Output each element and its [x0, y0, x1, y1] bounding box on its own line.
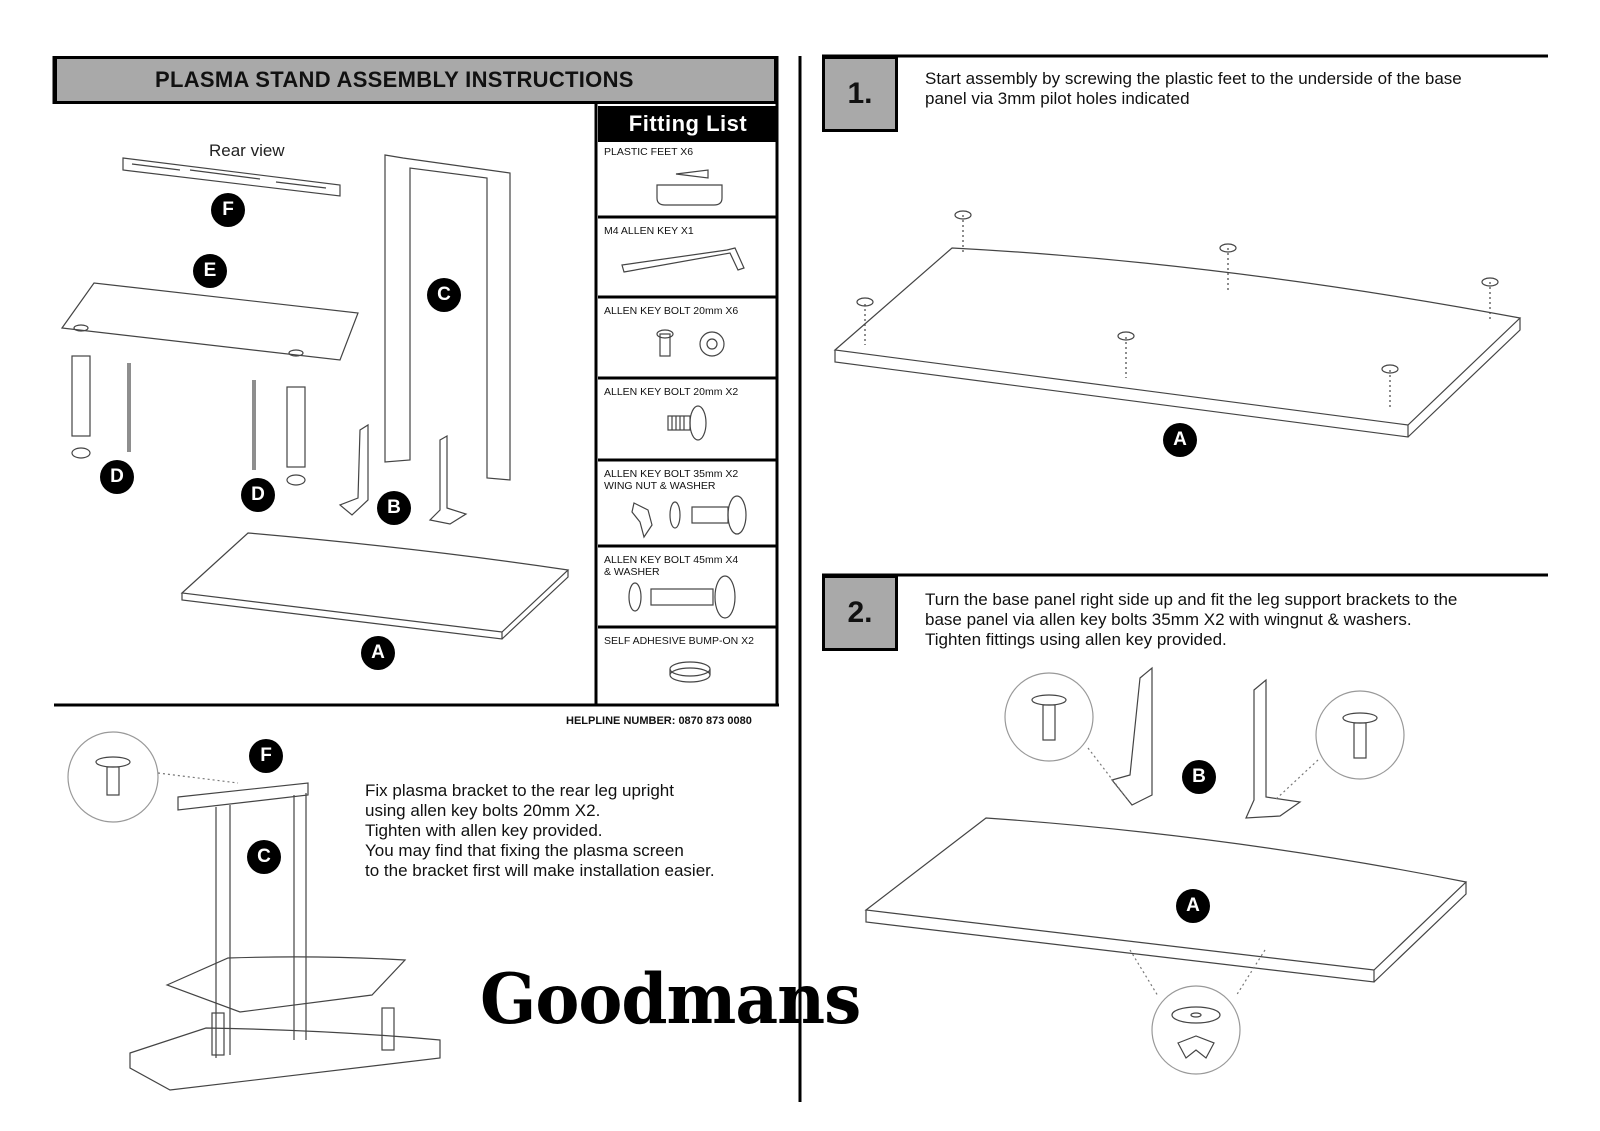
helpline-number: HELPLINE NUMBER: 0870 873 0080 [566, 715, 752, 727]
fitting-item-sub: WING NUT & WASHER [604, 480, 716, 492]
part-label-c: C [247, 840, 281, 874]
bracket-instructions: Fix plasma bracket to the rear leg uprig… [365, 781, 715, 881]
fitting-item: ALLEN KEY BOLT 20mm X2 [604, 386, 739, 398]
bolt-45mm-icon [628, 575, 736, 619]
fitting-item-sub: & WASHER [604, 566, 660, 578]
instruction-line: using allen key bolts 20mm X2. [365, 801, 601, 820]
part-label-c: C [427, 278, 461, 312]
step-number: 2. [822, 575, 898, 651]
bolt-20mm-icon [656, 329, 725, 357]
instruction-line: Tighten with allen key provided. [365, 821, 603, 840]
goodmans-logo: Goodmans [480, 958, 861, 1040]
bolt-20mm-side-icon [667, 405, 707, 441]
instruction-line: Tighten fittings using allen key provide… [925, 630, 1227, 649]
instruction-line: You may find that fixing the plasma scre… [365, 841, 684, 860]
fitting-item: PLASTIC FEET X6 [604, 146, 694, 158]
instruction-line: Turn the base panel right side up and fi… [925, 590, 1458, 609]
part-label-e: E [193, 254, 227, 288]
fitting-item: ALLEN KEY BOLT 45mm X4 [604, 554, 739, 566]
allen-key-icon [621, 247, 745, 273]
part-label-b: B [1182, 760, 1216, 794]
instruction-line: base panel via allen key bolts 35mm X2 w… [925, 610, 1412, 629]
instruction-line: Start assembly by screwing the plastic f… [925, 69, 1462, 88]
part-label-d: D [241, 478, 275, 512]
bump-on-icon [669, 661, 711, 683]
fitting-item: ALLEN KEY BOLT 20mm X6 [604, 305, 739, 317]
instruction-line: Fix plasma bracket to the rear leg uprig… [365, 781, 674, 800]
part-label-a: A [361, 636, 395, 670]
instruction-line: to the bracket first will make installat… [365, 861, 715, 880]
part-label-f: F [249, 739, 283, 773]
rear-view-label: Rear view [209, 141, 285, 160]
bolt-35mm-icon [631, 495, 747, 539]
page-title: PLASMA STAND ASSEMBLY INSTRUCTIONS [54, 56, 777, 104]
fitting-item: M4 ALLEN KEY X1 [604, 225, 694, 237]
part-label-f: F [211, 193, 245, 227]
part-label-a: A [1163, 423, 1197, 457]
step-number: 1. [822, 56, 898, 132]
fitting-list-heading: Fitting List [598, 106, 778, 142]
step-2-instructions: Turn the base panel right side up and fi… [925, 590, 1457, 650]
part-label-d: D [100, 460, 134, 494]
instruction-line: panel via 3mm pilot holes indicated [925, 89, 1190, 108]
fitting-item: ALLEN KEY BOLT 35mm X2 [604, 468, 739, 480]
fitting-item: SELF ADHESIVE BUMP-ON X2 [604, 635, 754, 647]
part-label-a: A [1176, 889, 1210, 923]
part-label-b: B [377, 491, 411, 525]
step-1-instructions: Start assembly by screwing the plastic f… [925, 69, 1462, 109]
plastic-foot-icon [656, 169, 723, 206]
